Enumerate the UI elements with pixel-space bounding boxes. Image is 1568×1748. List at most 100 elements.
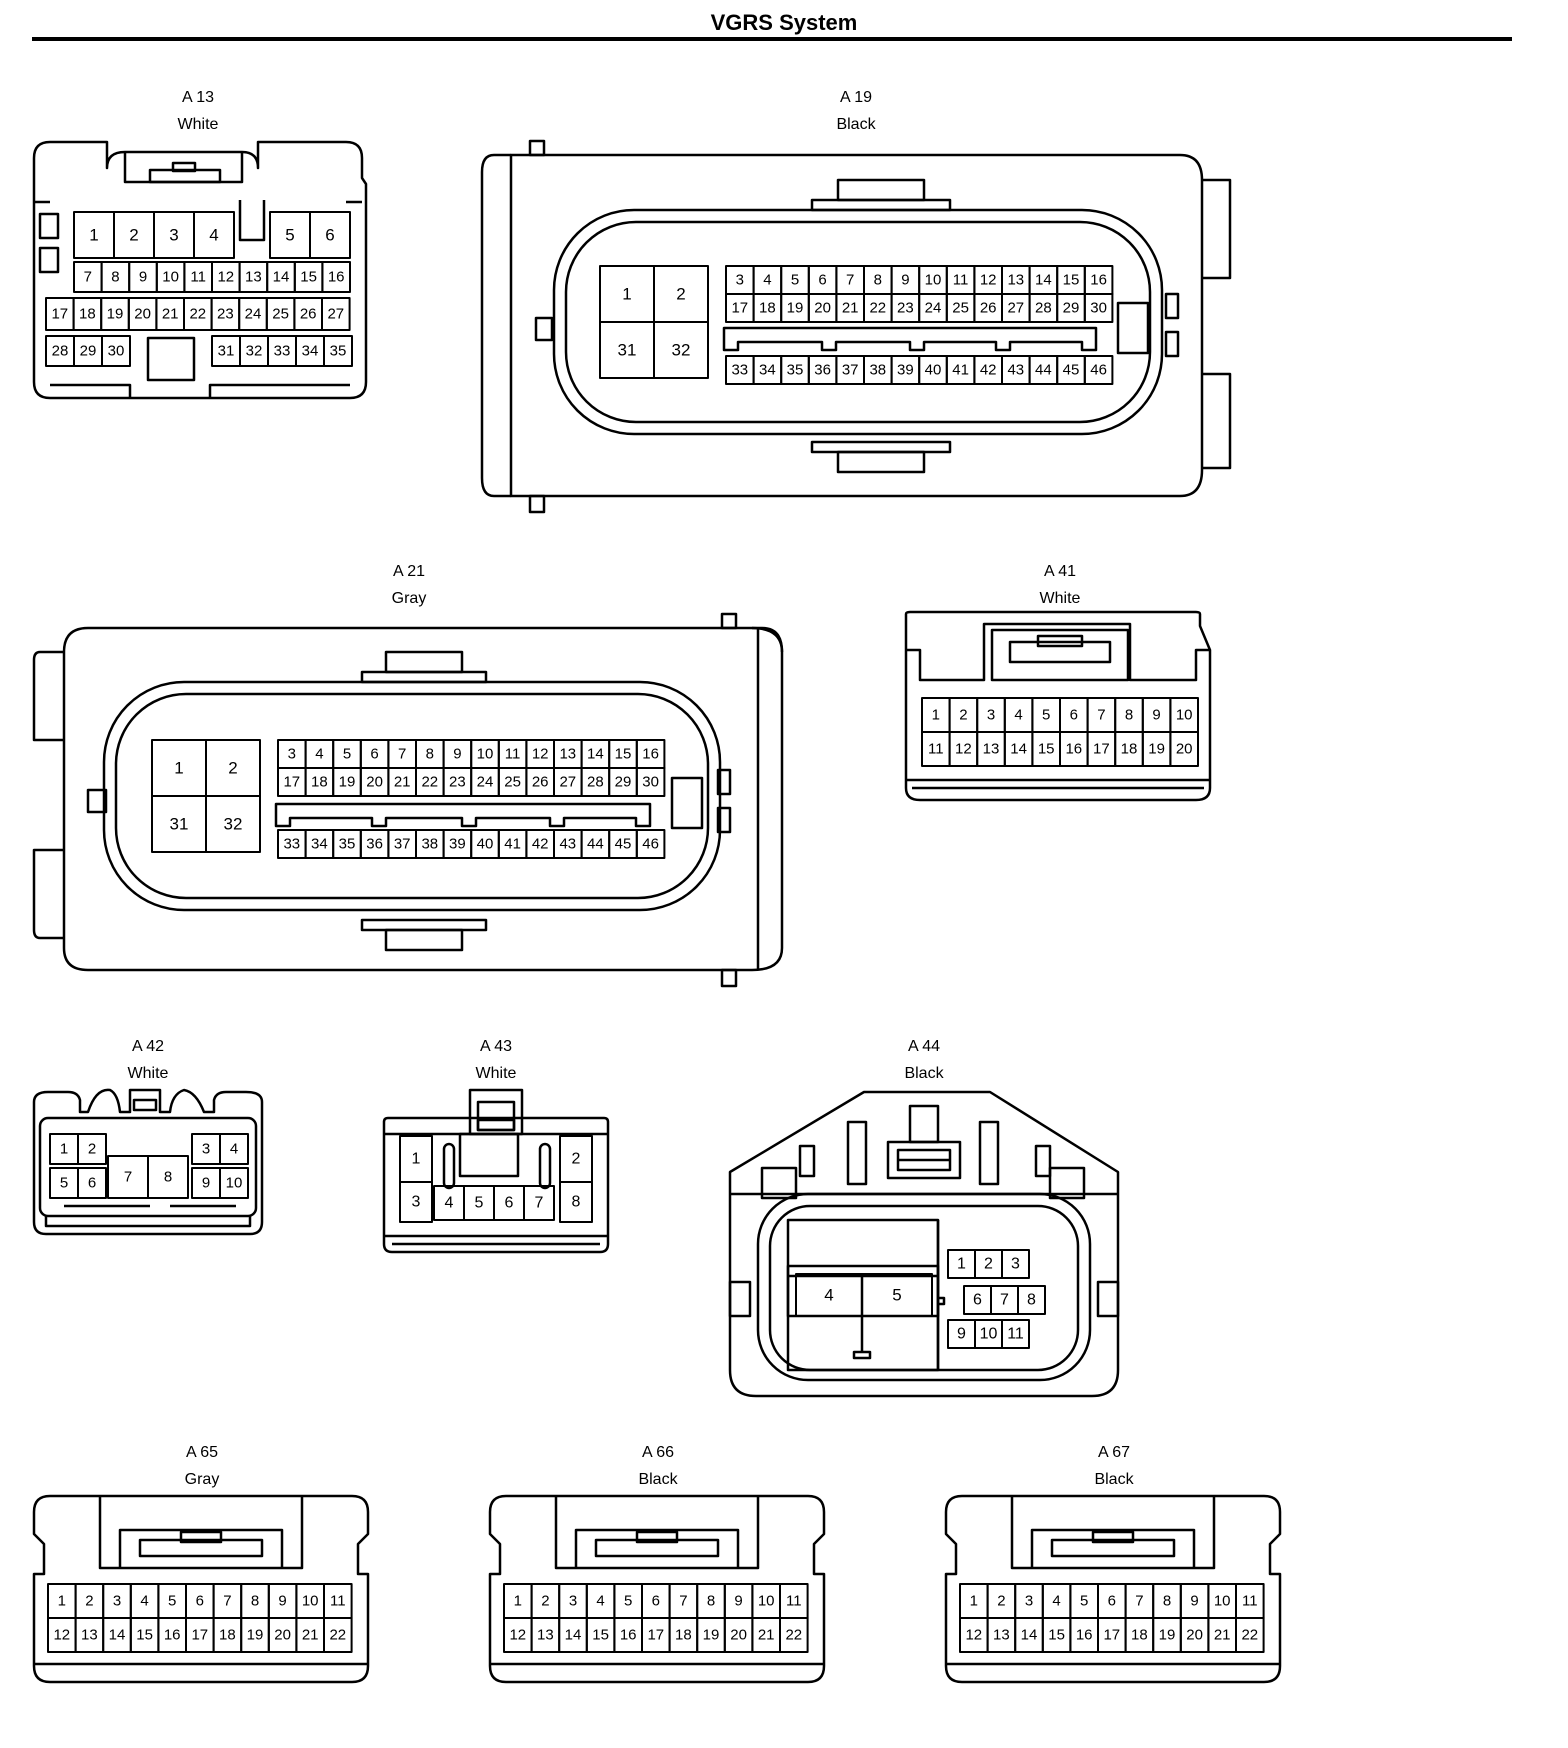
pin-cell: 13	[986, 1617, 1017, 1653]
pin-cell: 7	[73, 261, 103, 293]
pin-number: 14	[1010, 741, 1027, 758]
pin-cell: 29	[608, 767, 638, 797]
pin-cell: 17	[277, 767, 307, 797]
connector-color: Black	[836, 116, 876, 133]
pin-number: 8	[1125, 707, 1133, 724]
pin-cell: 28	[1028, 293, 1059, 323]
pin-cell: 11	[1001, 1319, 1030, 1349]
pin-number: 4	[824, 1286, 833, 1305]
pin-number: 9	[202, 1175, 210, 1192]
pin-cell: 13	[976, 731, 1006, 767]
pin-cell: 18	[1114, 731, 1144, 767]
pin-cell: 1	[599, 265, 655, 323]
pin-number: 9	[957, 1326, 966, 1343]
connector-color: Black	[638, 1471, 678, 1488]
pin-number: 16	[164, 1627, 181, 1644]
pin-cell: 11	[945, 265, 976, 295]
pin-number: 2	[997, 1593, 1005, 1610]
pin-cell: 9	[890, 265, 921, 295]
pin-cell: 16	[1083, 265, 1114, 295]
pin-cell: 24	[470, 767, 500, 797]
pin-number: 8	[1027, 1292, 1036, 1309]
pin-cell: 3	[725, 265, 755, 295]
pin-cell: 7	[1124, 1583, 1155, 1619]
pin-number: 12	[965, 1627, 982, 1644]
connector-label-a67: A 67 Black	[1064, 1439, 1164, 1493]
pin-number: 15	[1048, 1627, 1065, 1644]
pin-number: 28	[52, 343, 69, 360]
pin-number: 6	[1070, 707, 1078, 724]
title-rule	[32, 37, 1512, 41]
connector-color: White	[177, 116, 219, 133]
pin-cell: 2	[205, 739, 261, 797]
pin-number: 35	[330, 343, 347, 360]
pin-cell: 24	[238, 297, 268, 331]
pin-cell: 8	[240, 1583, 270, 1619]
pin-cell: 39	[890, 355, 921, 385]
pin-cell: 3	[277, 739, 307, 769]
pin-cell: 11	[183, 261, 213, 293]
pin-cell: 15	[1056, 265, 1086, 295]
pin-cell: 7	[668, 1583, 699, 1619]
pin-number: 8	[572, 1194, 581, 1211]
pin-number: 22	[1241, 1627, 1258, 1644]
pin-number: 38	[869, 362, 886, 379]
pin-number: 14	[1021, 1627, 1038, 1644]
pin-cell: 46	[635, 829, 666, 859]
pin-cell: 4	[193, 211, 235, 259]
pin-cell: 36	[359, 829, 390, 859]
pin-number: 45	[615, 836, 632, 853]
pin-number: 13	[1007, 272, 1024, 289]
pin-number: 41	[504, 836, 521, 853]
pin-cell: 4	[219, 1133, 249, 1165]
pin-number: 17	[1093, 741, 1110, 758]
pin-cell: 20	[359, 767, 390, 797]
pin-cell: 16	[321, 261, 351, 293]
pin-number: 9	[901, 272, 909, 289]
pin-number: 20	[730, 1627, 747, 1644]
pin-cell: 26	[293, 297, 323, 331]
pin-cell: 12	[211, 261, 241, 293]
pin-number: 20	[814, 300, 831, 317]
pin-number: 11	[786, 1593, 802, 1610]
pin-cell: 22	[863, 293, 893, 323]
pin-cell: 10	[219, 1167, 249, 1199]
pin-number: 4	[230, 1141, 238, 1158]
pin-number: 9	[734, 1593, 742, 1610]
pin-cell: 40	[470, 829, 500, 859]
pin-cell: 4	[304, 739, 335, 769]
pin-cell: 31	[151, 795, 207, 853]
pin-cell: 6	[1097, 1583, 1127, 1619]
connector-name: A 67	[1097, 1444, 1131, 1461]
pin-number: 21	[394, 774, 411, 791]
pin-cell: 5	[1031, 697, 1062, 733]
pin-number: 16	[1076, 1627, 1093, 1644]
pin-number: 20	[1176, 741, 1193, 758]
pin-number: 44	[587, 836, 604, 853]
connector-label-a42: A 42 White	[98, 1033, 198, 1087]
pin-cell: 6	[807, 265, 838, 295]
pin-cell: 25	[497, 767, 528, 797]
pin-cell: 10	[1169, 697, 1200, 733]
pin-cell: 28	[580, 767, 611, 797]
pin-number: 2	[88, 1141, 96, 1158]
pin-number: 3	[1011, 1256, 1020, 1273]
pin-number: 11	[505, 746, 521, 763]
pin-number: 39	[449, 836, 466, 853]
pin-cell: 17	[1097, 1617, 1127, 1653]
pin-number: 6	[88, 1175, 96, 1192]
pin-number: 23	[217, 306, 234, 323]
pin-number: 34	[759, 362, 776, 379]
pin-cell: 1	[503, 1583, 533, 1619]
pin-cell: 17	[641, 1617, 671, 1653]
pin-cell: 21	[1207, 1617, 1238, 1653]
pin-number: 40	[477, 836, 494, 853]
pin-cell: 16	[1059, 731, 1089, 767]
pin-cell: 8	[696, 1583, 726, 1619]
pin-number: 17	[731, 300, 748, 317]
pin-number: 12	[532, 746, 549, 763]
connector-color: White	[127, 1065, 169, 1082]
pin-number: 4	[1014, 707, 1022, 724]
